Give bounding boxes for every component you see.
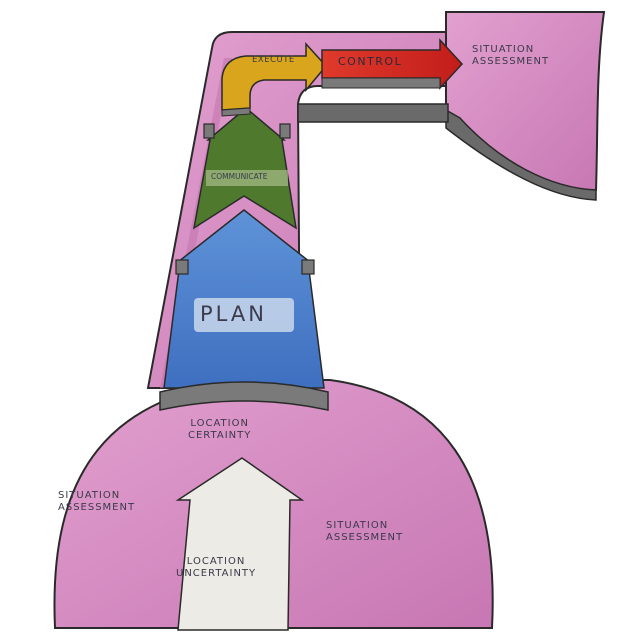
execute-shadow (222, 108, 250, 116)
location-uncertainty-label: LOCATION UNCERTAINTY (176, 556, 256, 579)
execute-label: EXECUTE (252, 56, 295, 66)
communicate-label: COMMUNICATE (211, 173, 268, 182)
plan-label: PLAN (200, 302, 267, 326)
plan-tab-right (302, 260, 314, 274)
communicate-tab-left (204, 124, 214, 138)
left-assessment-label: SITUATION ASSESSMENT (58, 490, 135, 513)
top-arm-shadow (298, 104, 448, 122)
communicate-tab-right (280, 124, 290, 138)
control-shadow (322, 78, 440, 88)
right-assessment-label: SITUATION ASSESSMENT (326, 520, 403, 543)
control-label: CONTROL (338, 56, 402, 69)
plan-tab-left (176, 260, 188, 274)
location-certainty-label: LOCATION CERTAINTY (188, 418, 251, 441)
top-assessment-label: SITUATION ASSESSMENT (472, 44, 549, 67)
top-assessment-region (446, 12, 604, 191)
